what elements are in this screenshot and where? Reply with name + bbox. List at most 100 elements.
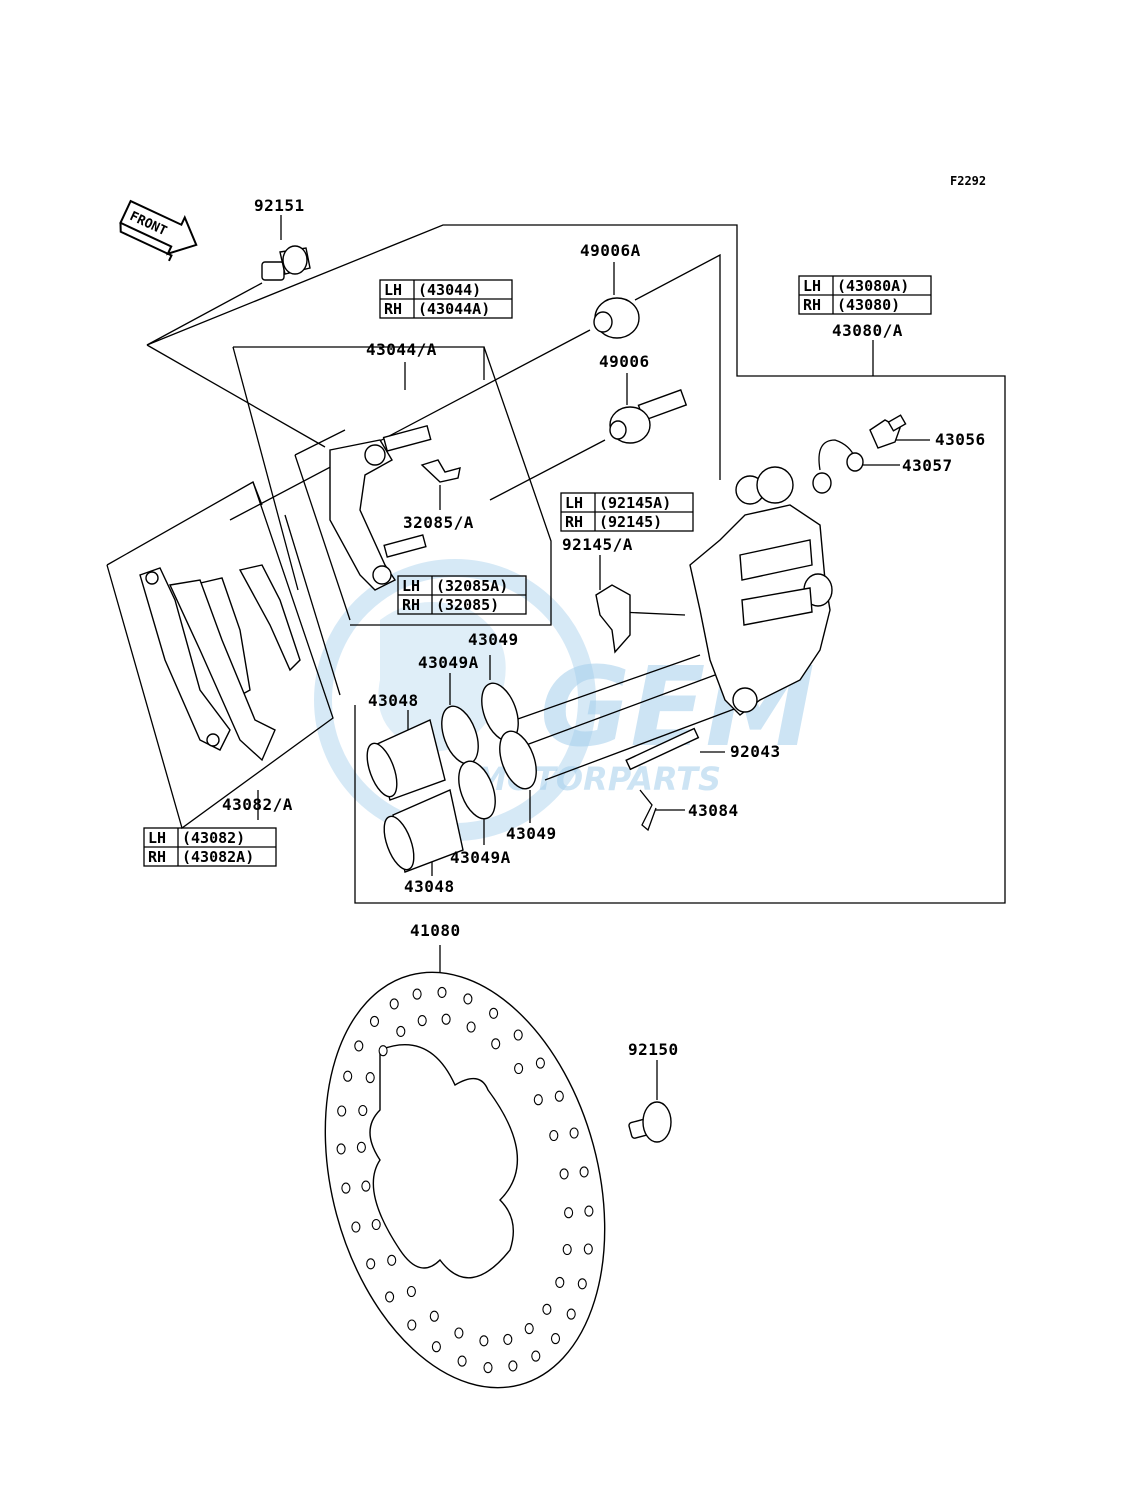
disc-hole (361, 1180, 371, 1192)
part-number-labels: 92151 49006A 43044/A 49006 43080/A 43056… (222, 196, 986, 1059)
label-41080: 41080 (410, 921, 461, 940)
table-43044: LH (43044) RH (43044A) (379, 279, 513, 319)
disc-hole (454, 1327, 464, 1339)
disc-hole (579, 1166, 589, 1178)
spring-92145-drawing (595, 584, 631, 654)
label-32085a: 32085/A (403, 513, 474, 532)
table-43080-lh-value: (43080A) (837, 277, 909, 295)
clip-32085-drawing (420, 459, 461, 483)
table-92145-rh-value: (92145) (599, 513, 662, 531)
disc-hole (358, 1104, 368, 1117)
leader-lines (106, 215, 1006, 1100)
table-92145-lh-value: (92145A) (599, 494, 671, 512)
disc-hole (389, 998, 399, 1010)
piston-43048-bottom-drawing (383, 789, 464, 873)
label-49006a: 49006A (580, 241, 641, 260)
disc-holes (336, 986, 594, 1374)
disc-hole (535, 1057, 545, 1069)
label-43048-top: 43048 (368, 691, 419, 710)
clip-43084-drawing (639, 789, 657, 832)
table-43082-rh: RH (148, 848, 166, 866)
disc-hole (559, 1168, 569, 1180)
disc-hole (369, 1015, 380, 1027)
disc-hole (483, 1362, 493, 1374)
label-43048-bottom: 43048 (404, 877, 455, 896)
table-43044-rh: RH (384, 300, 402, 318)
disc-hole (387, 1254, 397, 1266)
cap-43057-drawing (812, 439, 864, 494)
disc-hole (354, 1040, 364, 1052)
table-43082-lh-value: (43082) (182, 829, 245, 847)
label-43049-bottom: 43049 (506, 824, 557, 843)
disc-hole (569, 1127, 579, 1139)
disc-hole (366, 1258, 376, 1270)
label-49006: 49006 (599, 352, 650, 371)
disc-hole (337, 1105, 347, 1117)
pin-92043-drawing (625, 727, 700, 771)
label-92150: 92150 (628, 1040, 679, 1059)
disc-hole (503, 1333, 513, 1345)
disc-hole (466, 1021, 476, 1033)
disc-hole (508, 1360, 518, 1372)
disc-hole (514, 1062, 524, 1075)
seal-43049-bottom-drawing (499, 730, 537, 790)
label-43049a-bottom: 43049A (450, 848, 511, 867)
table-43080-rh: RH (803, 296, 821, 314)
disc-hole (542, 1303, 552, 1315)
disc-hole (555, 1276, 565, 1288)
disc-hole (491, 1038, 501, 1050)
disc-hole (351, 1221, 361, 1233)
disc-hole (396, 1025, 406, 1037)
disc-hole (524, 1323, 534, 1335)
disc-hole (429, 1310, 439, 1322)
disc-hole (365, 1072, 375, 1084)
disc-hole (533, 1094, 543, 1106)
disc-hole (385, 1291, 395, 1303)
disc-hole (513, 1029, 523, 1041)
disc-hole (341, 1182, 351, 1194)
table-92145: LH (92145A) RH (92145) (560, 492, 694, 532)
label-43080a: 43080/A (832, 321, 903, 340)
table-43082-lh: LH (148, 829, 166, 847)
disc-hole (356, 1141, 366, 1153)
bleeder-43056-drawing (869, 414, 907, 449)
seal-43049a-bottom-drawing (458, 760, 496, 820)
table-43082: LH (43082) RH (43082A) (143, 827, 277, 867)
label-92145a: 92145/A (562, 535, 633, 554)
table-43044-lh: LH (384, 281, 402, 299)
label-43082a: 43082/A (222, 795, 293, 814)
table-32085: LH (32085A) RH (32085) (397, 575, 527, 615)
figure-code: F2292 (950, 174, 986, 188)
table-43044-rh-value: (43044A) (418, 300, 490, 318)
table-92145-lh: LH (565, 494, 583, 512)
disc-hole (336, 1143, 346, 1155)
label-92043: 92043 (730, 742, 781, 761)
caliper-43080-drawing (689, 466, 833, 716)
disc-hole (489, 1007, 499, 1019)
disc-hole (412, 988, 422, 1000)
table-43080-rh-value: (43080) (837, 296, 900, 314)
label-43049a-top: 43049A (418, 653, 479, 672)
disc-hole (441, 1013, 451, 1025)
brake-disc-41080-drawing (324, 971, 606, 1389)
disc-hole (562, 1243, 572, 1256)
table-32085-rh-value: (32085) (436, 596, 499, 614)
disc-hole (564, 1207, 574, 1219)
disc-hole (457, 1355, 467, 1367)
bolt-92151-drawing (261, 245, 311, 281)
table-32085-lh-value: (32085A) (436, 577, 508, 595)
disc-hole (371, 1218, 381, 1231)
disc-hole (343, 1070, 353, 1082)
table-43080-lh: LH (803, 277, 821, 295)
label-92151: 92151 (254, 196, 305, 215)
label-43056: 43056 (935, 430, 986, 449)
table-32085-rh: RH (402, 596, 420, 614)
disc-hole (479, 1335, 489, 1347)
disc-hole (378, 1045, 388, 1057)
disc-hole (407, 1319, 417, 1331)
label-43084: 43084 (688, 801, 739, 820)
label-43044a: 43044/A (366, 340, 437, 359)
disc-hole (549, 1129, 559, 1142)
table-43082-rh-value: (43082A) (182, 848, 254, 866)
